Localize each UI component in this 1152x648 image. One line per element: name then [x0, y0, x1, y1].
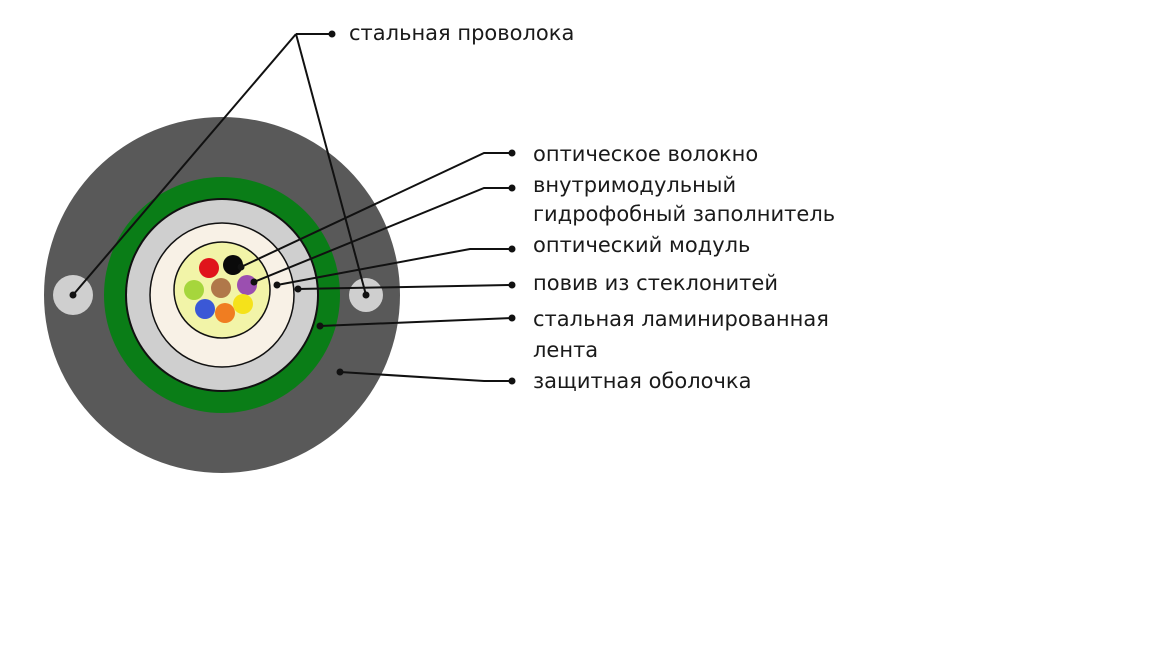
- leader-laminated-tape: [319, 317, 513, 327]
- leader-dot: [508, 314, 516, 322]
- leader-dot: [362, 291, 370, 299]
- label-laminated-tape-line1: стальная ламинированная: [533, 307, 829, 331]
- fiber-yellow: [233, 294, 253, 314]
- leader-dot: [328, 30, 336, 38]
- label-laminated-tape-line2: лента: [533, 338, 598, 362]
- fiber-brown: [211, 278, 231, 298]
- leader-dot: [69, 291, 77, 299]
- label-steel-wire: стальная проволока: [349, 21, 574, 45]
- leader-dot: [250, 278, 258, 286]
- cable-cross-section: [44, 117, 400, 473]
- leader-steel-wire-left: [72, 33, 297, 296]
- leader-dot: [273, 281, 281, 289]
- fiber-red: [199, 258, 219, 278]
- label-glass-yarn: повив из стеклонитей: [533, 271, 778, 295]
- leader-dot: [508, 245, 516, 253]
- fiber-black: [223, 255, 243, 275]
- leader-dot: [508, 149, 516, 157]
- label-filler-line1: внутримодульный: [533, 173, 736, 197]
- leader-dot: [508, 281, 516, 289]
- fiber-blue: [195, 299, 215, 319]
- fiber-light-green: [184, 280, 204, 300]
- leader-dot: [508, 184, 516, 192]
- labels: стальная проволока оптическое волокно вн…: [349, 21, 835, 393]
- optical-fibers: [184, 255, 257, 323]
- label-optical-fiber: оптическое волокно: [533, 142, 758, 166]
- leader-glass-yarn: [297, 284, 513, 290]
- leader-optical-fiber: [240, 152, 512, 268]
- leader-dot: [336, 368, 344, 376]
- leader-dot: [294, 285, 302, 293]
- leader-optical-module: [276, 248, 512, 286]
- label-optical-module: оптический модуль: [533, 233, 750, 257]
- leader-dot: [316, 322, 324, 330]
- leader-dot: [508, 377, 516, 385]
- leader-sheath: [339, 371, 512, 382]
- leader-lines: [69, 30, 516, 385]
- label-filler-line2: гидрофобный заполнитель: [533, 202, 835, 226]
- leader-steel-wire-right: [295, 33, 367, 296]
- fiber-orange: [215, 303, 235, 323]
- label-sheath: защитная оболочка: [533, 369, 751, 393]
- leader-filler: [253, 187, 512, 283]
- leader-dot: [237, 263, 245, 271]
